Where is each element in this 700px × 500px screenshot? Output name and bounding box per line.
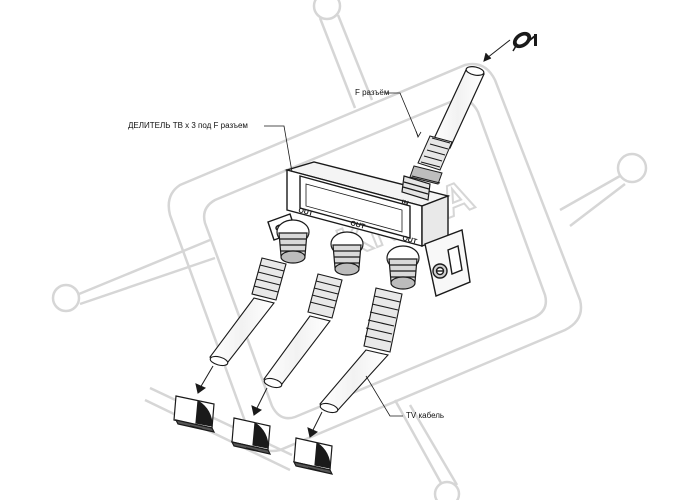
tv-arrows (195, 365, 323, 438)
label-out-left: OUT (297, 207, 314, 218)
watermark-frame-outer (167, 62, 583, 453)
out-port-middle (330, 231, 364, 276)
port-labels: OUT OUT OUT IN (297, 199, 418, 246)
watermark-circle-right (616, 152, 648, 184)
ground-screw (432, 263, 448, 279)
label-in: IN (400, 199, 409, 208)
in-port (401, 175, 431, 201)
tv-cable-label: TV кабель (406, 411, 445, 420)
output-cable-left (209, 257, 287, 367)
out-port-right (386, 245, 420, 290)
label-out-middle: OUT (349, 220, 366, 231)
splitter-label: ДЕЛИТЕЛЬ ТВ x 3 под F разъем (128, 121, 248, 130)
out-port-left (276, 219, 310, 264)
watermark-circle-top (312, 0, 342, 21)
input-cable (431, 66, 485, 149)
f-connector-label: F разъём (355, 88, 390, 97)
tv-screen-icon (292, 437, 334, 475)
splitter-body (267, 161, 471, 297)
tv-screen-icon (173, 395, 216, 433)
watermark-circle-left (51, 283, 81, 313)
input-f-connector (409, 135, 453, 185)
output-cable-middle (263, 273, 343, 389)
watermark-circle-bottom (433, 480, 461, 500)
leader-lines (264, 92, 422, 417)
signal-arrow (483, 39, 511, 62)
watermark-frame-inner (202, 98, 548, 420)
label-out-right: OUT (401, 235, 418, 246)
tv-screen-icon (230, 417, 272, 455)
output-cable-right (319, 287, 403, 414)
satellite-dish-icon (512, 31, 537, 52)
